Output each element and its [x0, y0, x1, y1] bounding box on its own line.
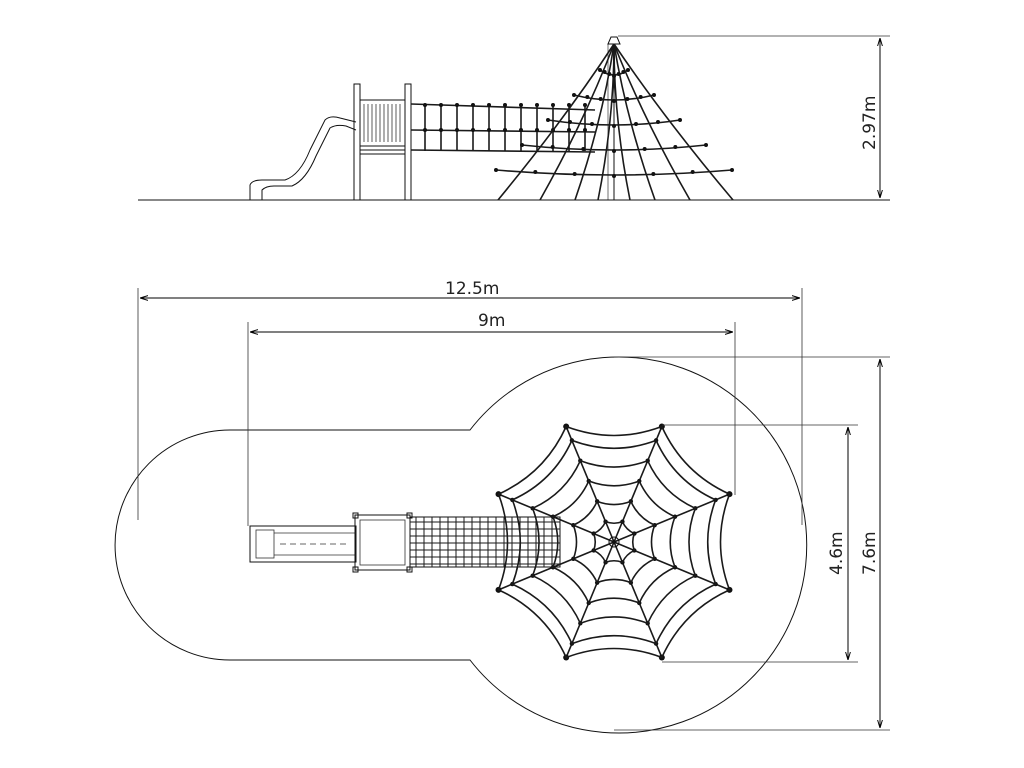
overall-length-label: 12.5m: [445, 279, 499, 299]
net-width-label: 4.6m: [827, 531, 847, 575]
net-bridge-side: [410, 103, 596, 153]
tower-side: [353, 83, 412, 201]
safety-zone-outline: [114, 356, 808, 734]
spider-net-plan: [495, 423, 733, 661]
plan-view: 12.5m 9m 4.6m 7.6m: [114, 279, 890, 734]
dimension-overall-length: 12.5m: [137, 279, 803, 525]
net-bridge-plan: [409, 516, 561, 568]
side-elevation: 2.97m: [138, 35, 890, 201]
tower-plan: [352, 512, 413, 573]
slide-plan: [249, 525, 357, 563]
dimension-structure-length: 9m: [247, 311, 736, 526]
height-label: 2.97m: [860, 96, 880, 150]
slide-side: [249, 116, 357, 200]
dimension-net-width: 4.6m: [662, 424, 858, 663]
structure-length-label: 9m: [478, 311, 505, 331]
pyramid-net-side: [494, 36, 734, 201]
dimension-height: 2.97m: [618, 35, 890, 198]
zone-width-label: 7.6m: [860, 531, 880, 575]
dimension-zone-width: 7.6m: [614, 356, 890, 731]
